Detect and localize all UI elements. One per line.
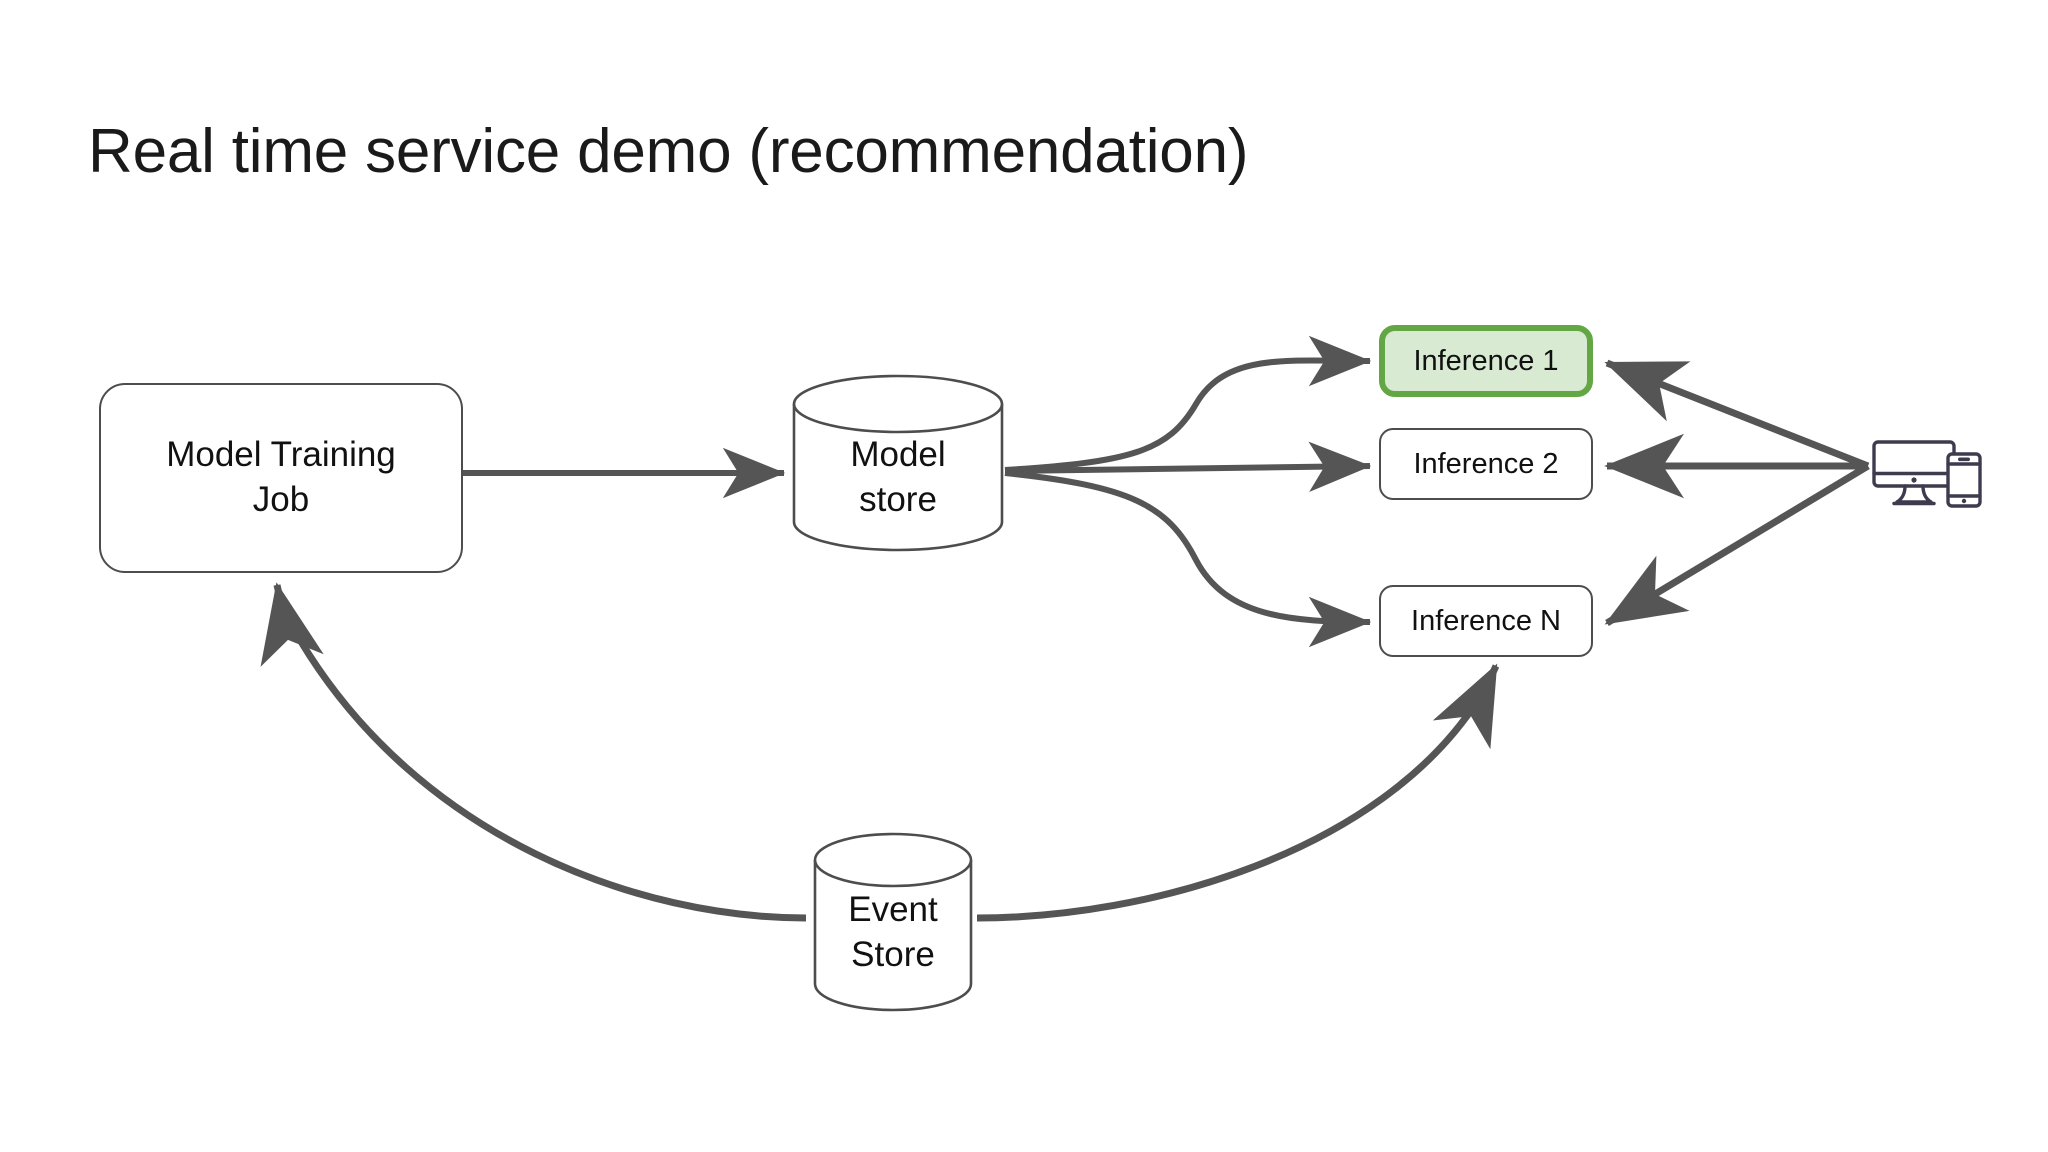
edge-event-store-to-inference-n [976,663,1500,922]
node-inference-2[interactable]: Inference 2 [1379,428,1593,500]
node-inference-2-label: Inference 2 [1413,447,1559,480]
node-inference-1[interactable]: Inference 1 [1379,325,1593,397]
node-client-devices[interactable] [1872,440,1992,508]
monitor-and-phone-icon [1872,440,1982,508]
edge-model-store-to-inference-n [1004,470,1372,648]
node-model-training-job[interactable]: Model Training Job [99,383,463,573]
node-inference-n[interactable]: Inference N [1379,585,1593,657]
node-model-store[interactable]: Model store [791,373,1005,553]
node-event-store[interactable]: Event Store [812,832,974,1012]
node-inference-1-label: Inference 1 [1413,344,1559,377]
edge-event-store-to-training [260,582,807,922]
edge-model-store-to-inference-1 [1004,335,1372,473]
cylinder-shape [813,832,973,1012]
cylinder-shape [792,374,1004,552]
page-title: Real time service demo (recommendation) [88,117,1249,186]
node-model-store-label: Model store [850,435,946,519]
node-model-training-job-label: Model Training Job [166,435,396,519]
node-inference-n-label: Inference N [1411,604,1561,637]
edge-model-store-to-inference-2 [1004,441,1372,493]
node-event-store-label: Event Store [848,890,938,974]
edge-devices-to-inference-1 [1604,359,1870,470]
edge-devices-to-inference-n [1604,463,1870,626]
